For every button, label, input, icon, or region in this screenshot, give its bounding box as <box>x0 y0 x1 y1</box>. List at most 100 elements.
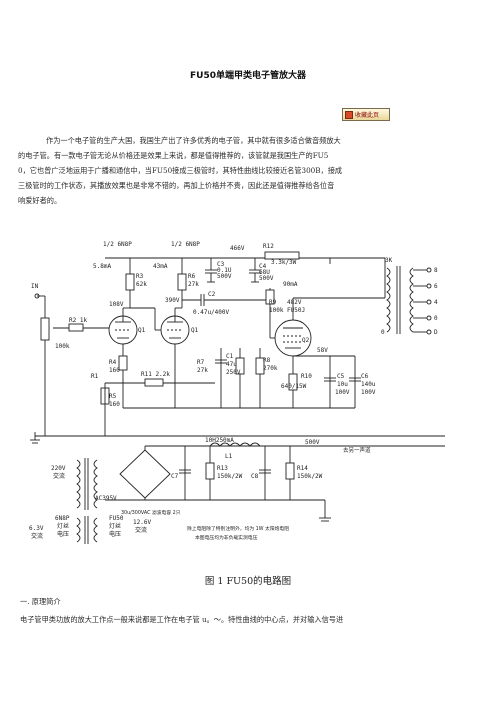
label-current-1: 5.8mA <box>93 263 111 270</box>
label-c3: C3 <box>217 261 225 268</box>
label-input: IN <box>31 283 39 290</box>
label-r6: R6 <box>188 273 196 280</box>
label-to-other-channel: 去另一声道 <box>343 446 371 454</box>
label-r7-value: 27k <box>197 367 208 374</box>
label-choke: 10H250mA <box>205 437 234 444</box>
label-r12-value: 3.3k/3W <box>271 259 297 266</box>
bookmark-label: 收藏此页 <box>355 112 380 119</box>
page-title: FU50单端甲类电子管放大器 <box>190 71 306 81</box>
label-6n8p-heater-b: 灯丝 <box>57 522 69 530</box>
label-r10: R10 <box>301 373 312 380</box>
label-c3-voltage: 500V <box>217 273 232 280</box>
label-c6-value: 140u <box>361 381 376 388</box>
body-paragraph: 电子管甲类功放的放大工作点一般来说都是工作在电子管 u。～。特性曲线的中心点，并… <box>20 615 344 624</box>
label-primary-0: 0 <box>381 329 385 336</box>
label-58v: 58V <box>317 347 328 354</box>
label-q1a: Q1 <box>138 327 146 334</box>
label-ac220-b: 交流 <box>53 472 65 480</box>
label-tube2: 1/2 6N8P <box>171 241 200 248</box>
label-90ma: 90mA <box>283 281 298 288</box>
label-c3-value: 0.1U <box>217 267 232 274</box>
label-r8: R8 <box>263 357 271 364</box>
label-r7: R7 <box>197 359 205 366</box>
label-r3-value: 62k <box>136 281 147 288</box>
label-r5: R5 <box>109 393 117 400</box>
label-r1: R1 <box>91 373 99 380</box>
label-tap-8: 8 <box>434 267 438 274</box>
label-tap-d: D <box>434 329 438 336</box>
label-q2: Q2 <box>302 337 310 344</box>
label-c5: C5 <box>337 373 345 380</box>
label-108v: 108V <box>109 301 124 308</box>
intro-line: 作为一个电子管的生产大国，我国生产出了许多优秀的电子管，其中就有很多适合做音频放… <box>46 136 341 145</box>
label-r2: R2 1k <box>69 317 87 324</box>
label-c7: C7 <box>171 473 179 480</box>
label-r11: R11 2.2k <box>141 371 170 378</box>
label-r13-value: 150k/2W <box>217 473 243 480</box>
label-r12: R12 <box>263 243 274 250</box>
intro-line: 0，它也曾广泛地运用于广播和通信中，当FU50接成三极管时，其特性曲线比较接近名… <box>18 166 343 175</box>
label-r13: R13 <box>217 465 228 472</box>
label-current-2: 43mA <box>153 263 168 270</box>
label-6v3: 6.3V <box>29 525 44 532</box>
intro-paragraph: 作为一个电子管的生产大国，我国生产出了许多优秀的电子管，其中就有很多适合做音频放… <box>18 133 480 208</box>
label-r9: R9 <box>269 299 277 306</box>
label-fu50-heater-b: 灯丝 <box>109 522 121 530</box>
intro-line: 的电子管。有一款电子管无论从价格还是效果上来说，都是值得推荐的，该管就是我国生产… <box>18 151 329 160</box>
label-fu50: FU50J <box>287 307 305 314</box>
circuit-diagram: 1/2 6N8P 1/2 6N8P 5.8mA 43mA 466V R12 3.… <box>29 241 445 544</box>
label-l1: L1 <box>225 453 233 460</box>
label-c5-value: 10u <box>337 381 348 388</box>
label-c2: C2 <box>208 291 216 298</box>
label-note-1: 除上电阻除了特别注明外，均为 1W 太阳炮电阻 <box>187 525 289 532</box>
label-c1-voltage: 250V <box>226 369 241 376</box>
label-c1-value: 47u <box>226 361 237 368</box>
label-note-2: 本图电压均为非负载实测电压 <box>195 534 258 541</box>
bookmark-button[interactable]: 收藏此页 <box>342 108 390 121</box>
label-fu50-heater-c: 电压 <box>109 530 121 538</box>
label-r6-value: 27k <box>188 281 199 288</box>
label-tap-6: 6 <box>434 283 438 290</box>
label-tap-0: 0 <box>434 315 438 322</box>
label-12v6: 12.6V <box>133 519 151 526</box>
label-c4-voltage: 500V <box>259 275 274 282</box>
label-c2-value: 0.47u/400V <box>193 309 230 316</box>
label-output-3k: 3K <box>385 257 393 264</box>
label-6n8p-heater: 6N8P <box>55 515 70 522</box>
label-390v: 390V <box>165 297 180 304</box>
label-6v3-b: 交流 <box>31 532 43 540</box>
label-q1b: Q1 <box>191 327 199 334</box>
label-r4-value: 160 <box>109 367 120 374</box>
label-c5-voltage: 100V <box>335 389 350 396</box>
intro-line: 三极管时的工作状态，其播放效果也是非常不错的，再加上价格并不贵，因此还是值得推荐… <box>18 181 335 190</box>
label-r8-value: 270k <box>263 365 278 372</box>
label-fu50-heater: FU50 <box>109 515 124 522</box>
label-c4: C4 <box>259 263 267 270</box>
label-r14: R14 <box>297 465 308 472</box>
label-c1: C1 <box>226 353 234 360</box>
label-c4-value: 68U <box>259 269 270 276</box>
figure-caption: 图 1 FU50的电路图 <box>204 576 292 587</box>
label-r14-value: 150k/2W <box>297 473 323 480</box>
label-r10-value: 640/15W <box>281 383 307 390</box>
label-r3: R3 <box>136 273 144 280</box>
label-r4: R4 <box>109 359 117 366</box>
label-c6: C6 <box>361 373 369 380</box>
label-ac220: 220V <box>51 465 66 472</box>
label-rectifier-note: 30u/300VAC 滤波电容 2只 <box>121 509 181 516</box>
label-c6-voltage: 100V <box>361 389 376 396</box>
label-r5-value: 160 <box>109 401 120 408</box>
label-466v: 466V <box>230 245 245 252</box>
label-ac395: AC395V <box>95 495 117 502</box>
label-tap-4: 4 <box>434 299 438 306</box>
label-100k: 100k <box>55 343 70 350</box>
label-12v6-b: 交流 <box>135 526 147 534</box>
label-6n8p-heater-c: 电压 <box>57 530 69 538</box>
section-heading: 一. 原理简介 <box>20 597 61 606</box>
label-482v: 482V <box>287 299 302 306</box>
label-c8: C8 <box>251 473 259 480</box>
label-r9-value: 100k <box>269 307 284 314</box>
label-tube1: 1/2 6N8P <box>103 241 132 248</box>
bookmark-icon <box>345 110 353 119</box>
